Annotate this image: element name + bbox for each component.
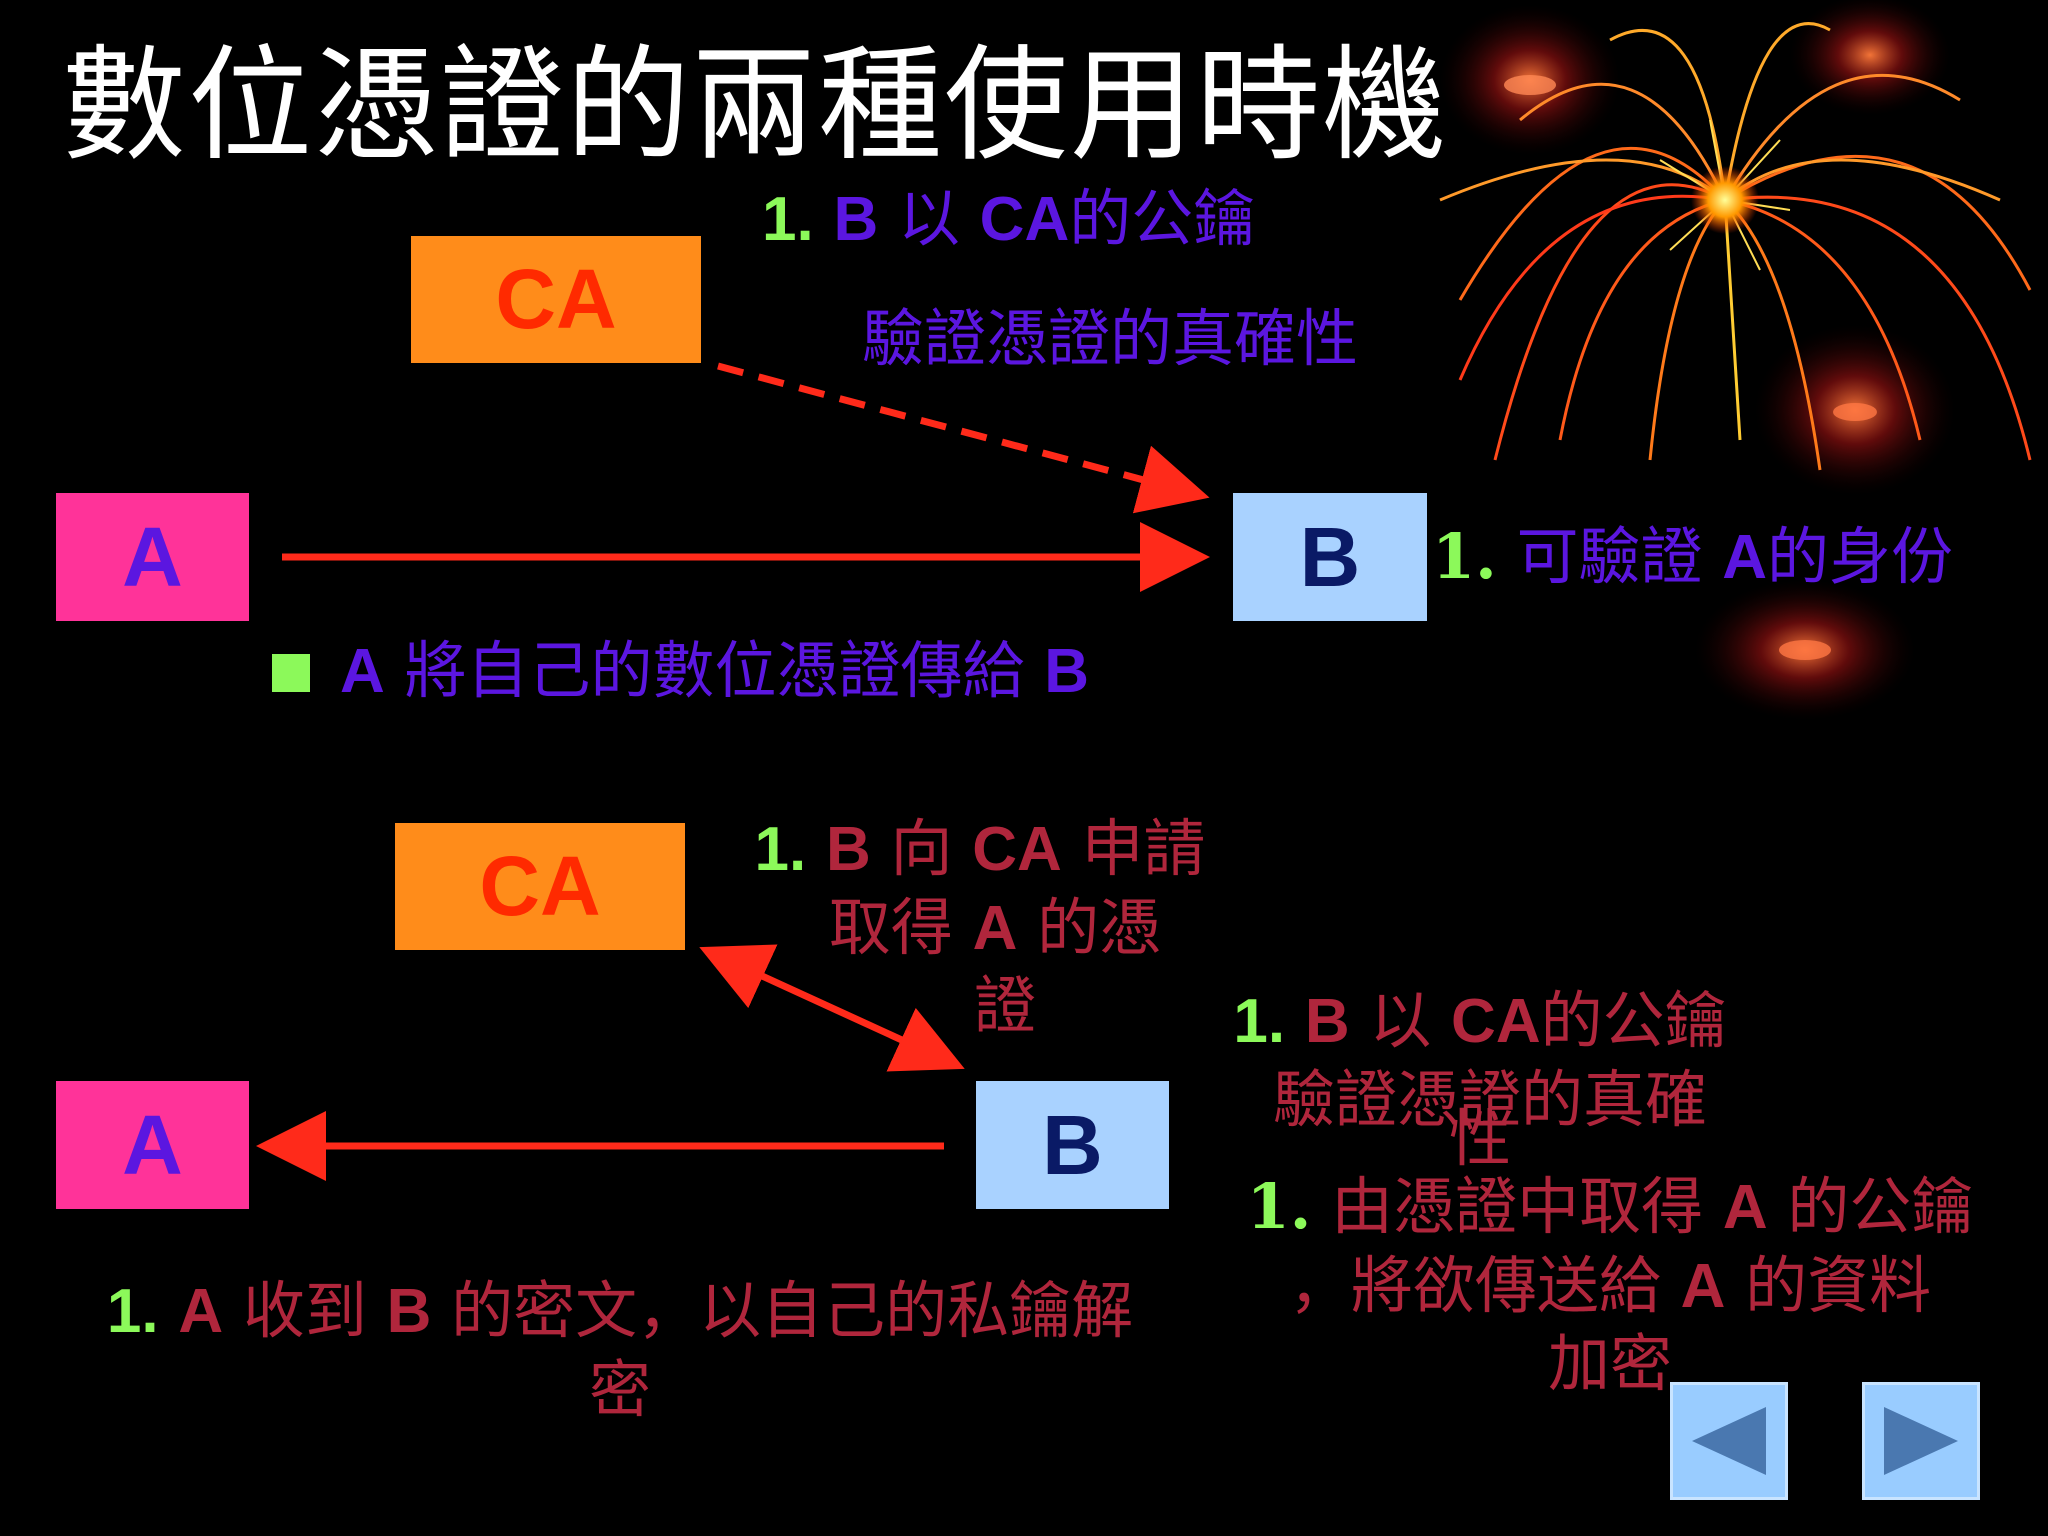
- scenario1-ca-box: CA: [411, 236, 701, 363]
- request-line1: 1. B 向 CA 申請: [754, 812, 1206, 885]
- scenario2-request-note: 1. B 向 CA 申請 取得 A 的憑 證: [740, 810, 1220, 1045]
- scenario1-identity-note: 1. 可驗證 A的身份: [1432, 520, 1953, 593]
- encrypt-line1: 1. 由憑證中取得 A 的公鑰: [1246, 1170, 1974, 1243]
- ca-box-label: CA: [479, 839, 601, 933]
- scenario2-decrypt-note: 1. A 收到 B 的密文，以自己的私鑰解 密: [60, 1272, 1180, 1428]
- bullet-square-icon: [272, 654, 310, 692]
- decrypt-line1: 1. A 收到 B 的密文，以自己的私鑰解: [106, 1274, 1134, 1347]
- next-slide-button[interactable]: [1862, 1382, 1980, 1500]
- scenario1-a-box: A: [56, 493, 249, 621]
- scenario2-b-box: B: [976, 1081, 1169, 1209]
- scenario1-b-box: B: [1233, 493, 1427, 621]
- a-box-label: A: [122, 1097, 183, 1192]
- request-line3: 證: [973, 969, 1036, 1042]
- decrypt-line2: 密: [588, 1352, 651, 1426]
- prev-slide-button[interactable]: [1670, 1382, 1788, 1500]
- scenario1-verify-note: 1. B 以 CA的公鑰: [762, 182, 1256, 255]
- scenario1-verify-note-line2: 驗證憑證的真確性: [862, 302, 1359, 375]
- verify-line3: 性: [1448, 1102, 1511, 1175]
- scenario1-bullet-text: A 將自己的數位憑證傳給 B: [340, 634, 1090, 707]
- b-box-label: B: [1299, 509, 1361, 604]
- scenario2-ca-box: CA: [395, 823, 685, 950]
- request-line2: 取得 A 的憑: [828, 890, 1162, 964]
- scenario2-verify-note: 1. B 以 CA的公鑰 驗證憑證的真確 性: [1190, 982, 1770, 1178]
- verify-line1: 1. B 以 CA的公鑰: [1233, 984, 1727, 1057]
- scenario2-a-box: A: [56, 1081, 249, 1209]
- ca-box-label: CA: [495, 252, 617, 346]
- note-number: 1.: [762, 185, 814, 254]
- ca-b-double-arrow: [699, 944, 965, 1072]
- a-box-label: A: [122, 509, 183, 604]
- scenario2-encrypt-note: 1. 由憑證中取得 A 的公鑰 ，將欲傳送給 A 的資料 加密: [1210, 1168, 2010, 1403]
- encrypt-line2: ，將欲傳送給 A 的資料: [1288, 1248, 1932, 1322]
- triangle-left-icon: [1692, 1407, 1766, 1475]
- b-box-label: B: [1042, 1097, 1103, 1192]
- triangle-right-icon: [1884, 1407, 1958, 1475]
- page-title: 數位憑證的兩種使用時機: [62, 34, 1449, 178]
- dashed-verify-arrow: [717, 362, 1210, 514]
- encrypt-line3: 加密: [1547, 1327, 1672, 1400]
- verify-line2: 驗證憑證的真確: [1272, 1062, 1707, 1136]
- firework-decoration: [1439, 0, 2032, 720]
